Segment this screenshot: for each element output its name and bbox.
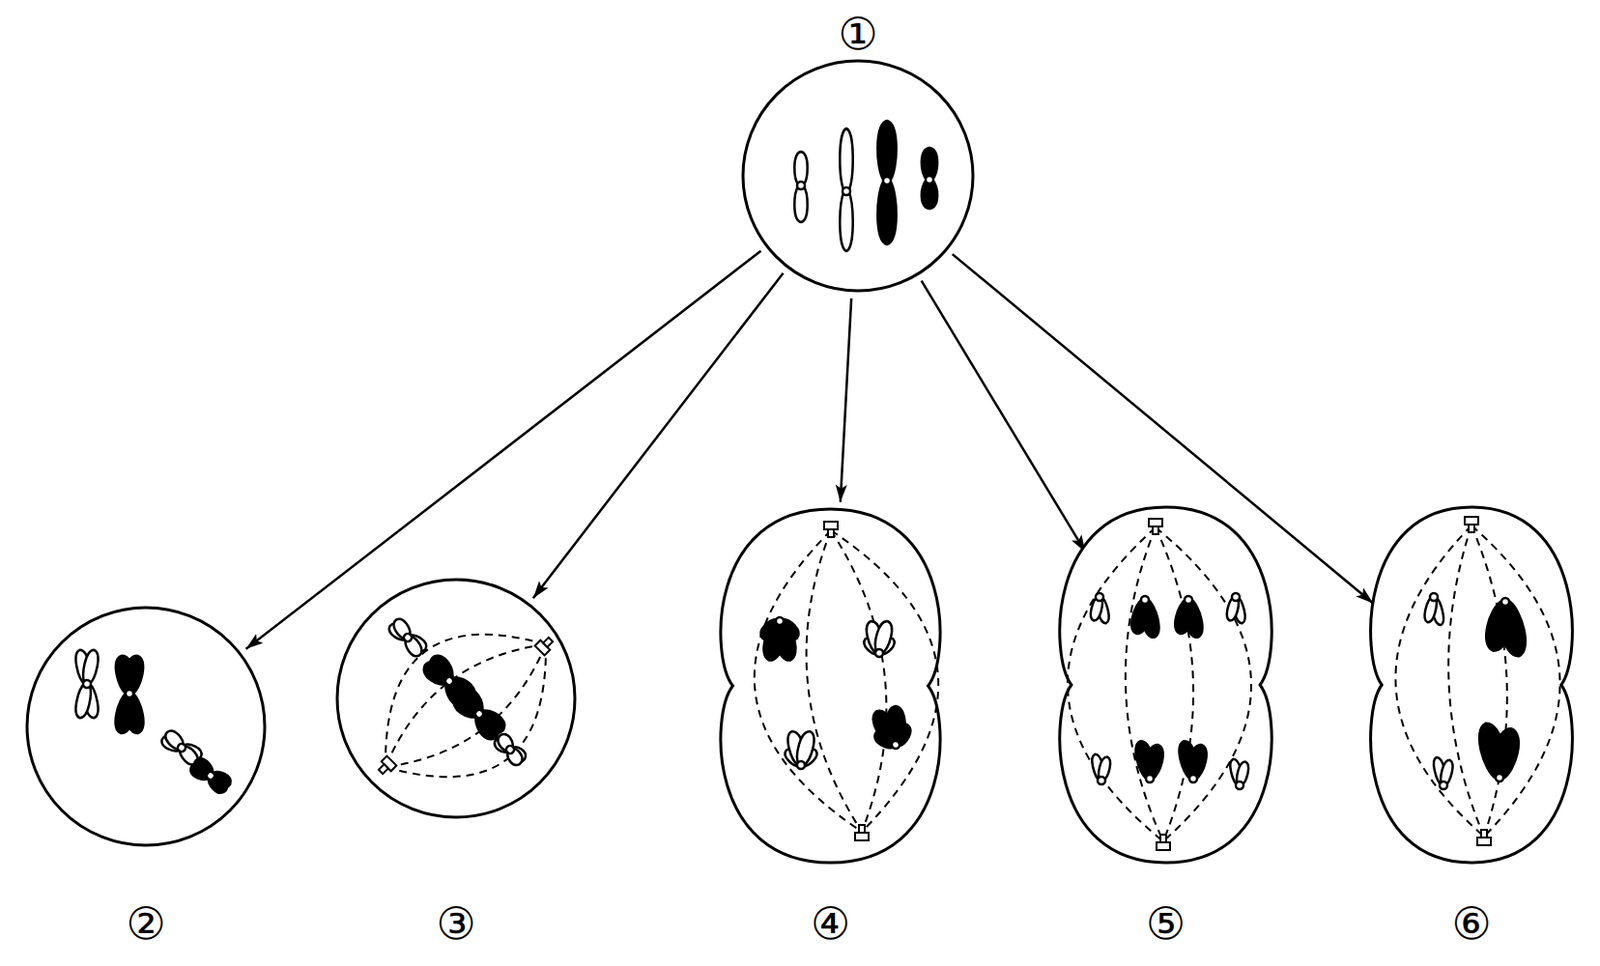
cell: ⑤	[1056, 505, 1276, 865]
cell-drawing	[25, 605, 267, 848]
cell-drawing	[335, 577, 577, 820]
cell-drawing	[1367, 505, 1576, 865]
callout-number: ⑥	[1451, 901, 1491, 946]
callout-number: ②	[125, 901, 166, 946]
cell: ④	[716, 507, 944, 865]
cell: ⑥	[1367, 505, 1576, 865]
cell-drawing	[741, 58, 975, 293]
cell-drawing	[1056, 505, 1276, 865]
cell: ②	[25, 605, 267, 848]
cell-drawing	[716, 507, 944, 865]
cell: ③	[335, 577, 577, 820]
arrow	[840, 298, 852, 503]
arrow	[921, 281, 1086, 553]
cell: ①	[741, 58, 975, 293]
callout-number: ④	[810, 901, 851, 946]
callout-number: ③	[435, 901, 476, 946]
callout-number: ⑤	[1145, 901, 1186, 946]
callout-number: ①	[837, 11, 878, 57]
